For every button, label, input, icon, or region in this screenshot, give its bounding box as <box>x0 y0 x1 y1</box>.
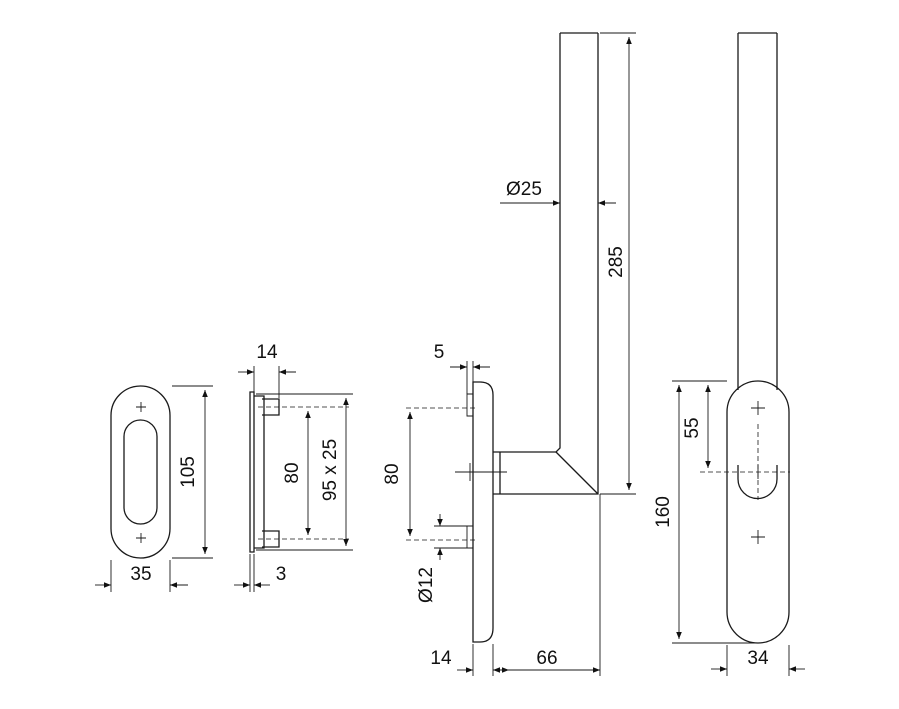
dim-backplate-length: 160 <box>653 496 674 528</box>
dim-bar-length: 285 <box>606 246 627 278</box>
dim-rose-size: 95 x 25 <box>320 439 341 501</box>
dim-handle-projection: 66 <box>536 648 557 669</box>
rose-side-view: 14 80 95 x 25 3 <box>234 342 353 592</box>
dim-rose-depth: 14 <box>256 342 278 363</box>
handle-front-view: 55 160 34 <box>653 32 805 676</box>
dim-bar-diameter: Ø25 <box>506 179 542 200</box>
dim-screw-diameter: Ø12 <box>416 567 437 603</box>
dim-pull-width: 35 <box>130 564 151 585</box>
dim-rose-thickness: 3 <box>276 564 287 585</box>
dim-backplate-width: 34 <box>747 648 769 669</box>
dim-axis-offset: 55 <box>682 417 703 438</box>
dim-plate-depth: 14 <box>430 648 452 669</box>
flush-pull-front-view: 105 35 <box>95 385 213 592</box>
dim-handle-screw-spacing: 80 <box>382 463 403 484</box>
handle-side-view: 5 80 Ø12 14 66 Ø25 285 <box>382 32 636 676</box>
dim-screw-spacing: 80 <box>282 462 303 483</box>
dim-pull-height: 105 <box>178 456 199 488</box>
dim-plate-offset: 5 <box>434 342 445 363</box>
